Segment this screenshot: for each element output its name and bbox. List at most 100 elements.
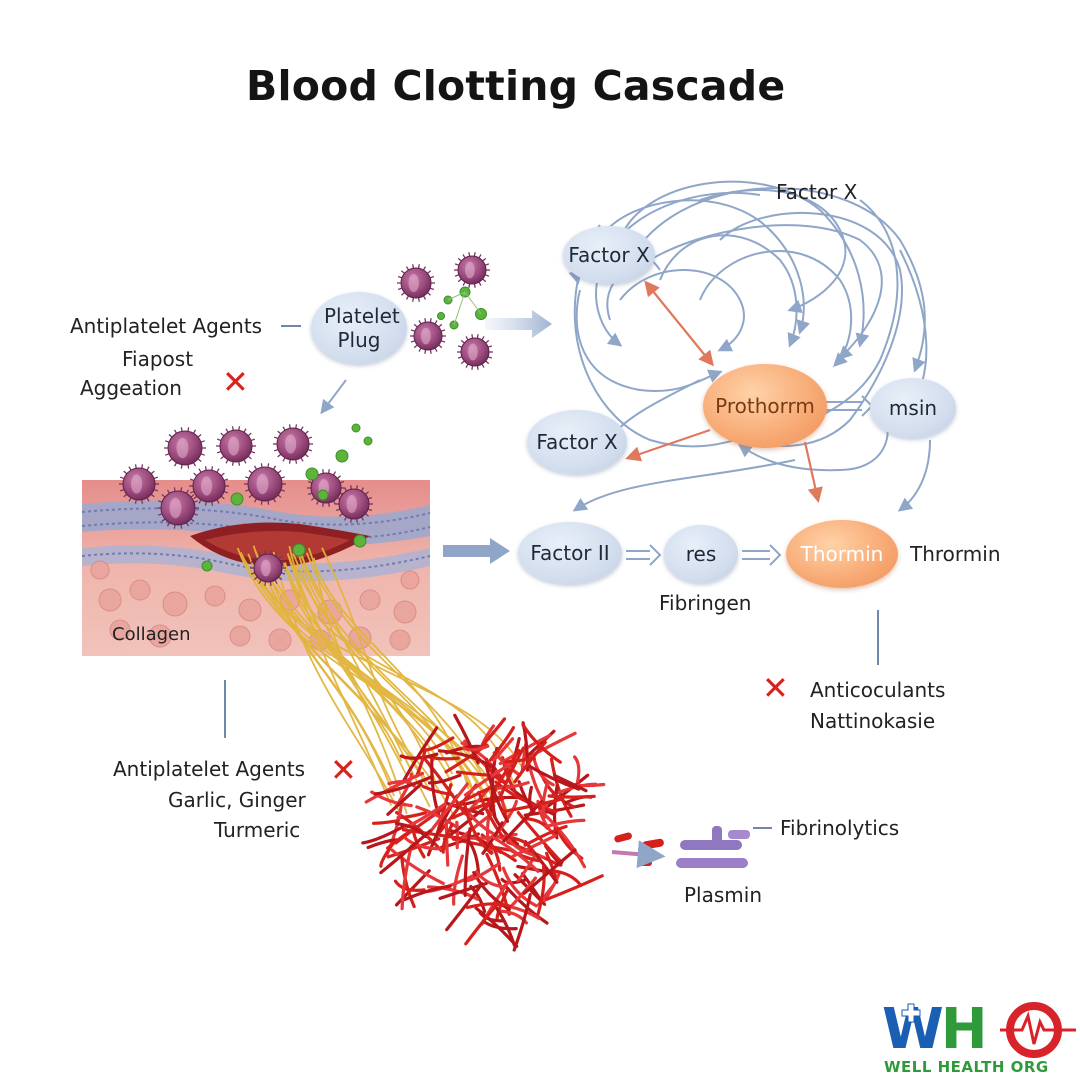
activation-arrows (625, 280, 823, 504)
node-factor-x-left-label: Factor X (536, 430, 618, 454)
fibrin-fiber (390, 848, 445, 885)
label-antiplatelet-agents-top: Antiplatelet Agents (70, 314, 263, 338)
fibrin-fiber (372, 819, 400, 825)
fibrin-fiber (464, 901, 500, 946)
fibrin-fiber (463, 827, 472, 897)
fibrin-fiber (437, 749, 497, 771)
fibrin-fiber (503, 883, 549, 925)
node-msin: msin (870, 378, 956, 438)
node-factor-ii-label: Factor II (530, 541, 610, 565)
label-aggregation: Aggeation (80, 376, 182, 400)
platelet (164, 427, 206, 469)
fibrin-fiber (366, 838, 398, 850)
node-msin-label: msin (888, 396, 938, 420)
label-collagen: Collagen (112, 624, 191, 645)
fibrin-fiber (547, 794, 596, 799)
fibrin-fiber (441, 823, 454, 854)
platelet (250, 550, 286, 586)
fibrin-strand (284, 564, 515, 786)
fibrin-fiber (489, 726, 515, 762)
fibrin-fiber (427, 773, 462, 785)
fibrin-fiber (445, 882, 484, 932)
inhibit-x-icon-antiplatelet: ✕ (330, 751, 357, 789)
plasmin-fragments (611, 826, 750, 869)
label-turmeric: Turmeric (214, 818, 301, 842)
fibrin-strand (254, 550, 395, 797)
platelet-granules (201, 286, 487, 572)
tissue-to-factor-ii-arrow (443, 538, 510, 564)
logo-heartbeat-o-icon (901, 1002, 1076, 1058)
fibrin-fiber (532, 758, 555, 787)
label-factor-x-top: Factor X (776, 180, 858, 204)
fibrin-strand (292, 553, 408, 815)
logo-wordmark: WH (882, 1002, 988, 1058)
platelet (189, 466, 229, 506)
fibrin-fiber (494, 780, 558, 814)
fibrin-fiber (489, 845, 517, 863)
fibrin-fiber (477, 790, 504, 838)
platelet (157, 487, 199, 529)
fibrin-fiber (512, 893, 532, 952)
node-platelet-plug: Platelet Plug (311, 292, 407, 364)
page-title: Blood Clotting Cascade (246, 62, 786, 110)
platelet (273, 424, 313, 464)
fibrin-fiber (401, 828, 463, 840)
fibrin-fiber (545, 874, 604, 901)
fibrin-fiber (400, 855, 416, 909)
fibrin-strand (239, 551, 457, 820)
platelet (244, 463, 286, 505)
fibrin-fiber (496, 781, 530, 790)
fibrin-fiber (478, 911, 506, 923)
platelet (457, 334, 493, 370)
fibrin-strand (247, 553, 525, 772)
fibrin-fiber (465, 902, 512, 910)
fibrin-strand (284, 562, 474, 789)
fibrin-fiber (490, 835, 540, 873)
platelets (119, 252, 493, 586)
logo-letter-h: H (940, 997, 988, 1062)
fibrin-strand (321, 547, 414, 761)
fibrin-fiber (498, 746, 525, 802)
fibrin-fiber (361, 825, 405, 845)
fibrin-fiber (552, 784, 559, 840)
node-factor-ii: Factor II (518, 522, 622, 584)
inhibit-x-icon-aggregation: ✕ (222, 363, 249, 401)
fibrin-fiber (522, 848, 577, 895)
fibrin-fiber (573, 755, 581, 784)
fibrin-strand (312, 557, 429, 783)
fibrin-fiber (463, 761, 514, 797)
fibrin-strand (305, 552, 496, 808)
fibrin-fiber (444, 821, 450, 867)
fibrin-fiber (481, 919, 518, 931)
fibrin-fiber (386, 782, 423, 816)
fibrin-fiber (364, 771, 425, 804)
fibrin-fiber (403, 836, 448, 851)
label-thrormin: Thrormin (910, 542, 1001, 566)
fibrin-fiber (494, 905, 516, 947)
fibrin-fiber (400, 844, 413, 911)
fibrin-fiber (481, 821, 504, 855)
fibrin-fiber (427, 885, 480, 901)
label-fibringen: Fibringen (659, 591, 752, 615)
fibrin-fiber (521, 723, 562, 764)
platelet (335, 485, 373, 523)
fibrin-fiber (491, 737, 515, 762)
fibrin-fiber (536, 865, 546, 917)
fibrin-fiber (464, 808, 510, 843)
fibrin-strand (295, 545, 437, 782)
fibrin-fiber (544, 818, 586, 829)
platelet (410, 318, 446, 354)
fibrin-fiber (525, 763, 581, 791)
leader-lines (224, 325, 879, 829)
fibrin-fiber (415, 805, 459, 829)
logo-subtitle: WELL HEALTH ORG (884, 1058, 1049, 1076)
fibrin-fiber (484, 764, 510, 823)
fibrin-fiber (498, 799, 518, 832)
fibrin-fiber (400, 726, 439, 785)
fibrin-fiber (549, 757, 573, 818)
node-thrombin: Thormin (786, 520, 898, 588)
inhibit-x-icon-anticoagulants: ✕ (762, 669, 789, 707)
node-res-label: res (685, 542, 717, 566)
node-factor-x-left: Factor X (527, 410, 627, 474)
